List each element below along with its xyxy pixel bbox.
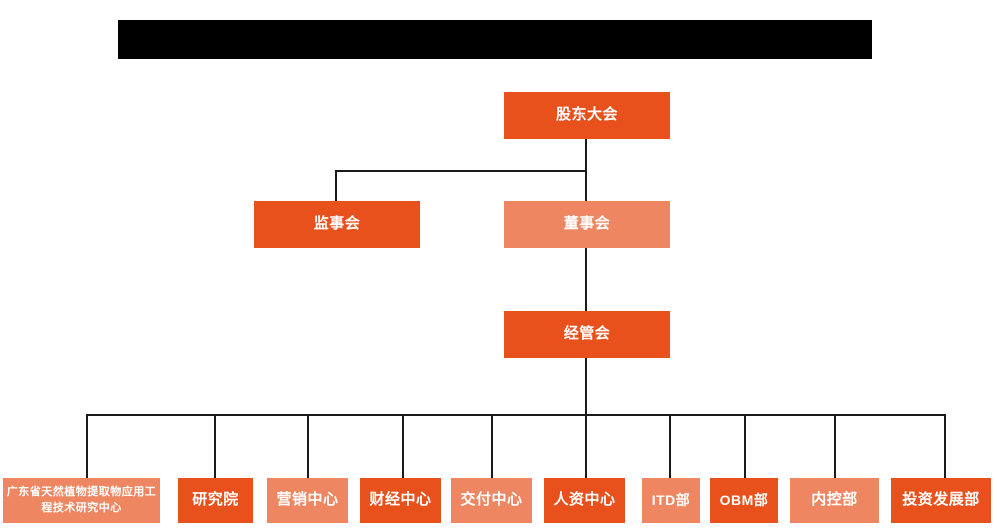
edge-to-finance-center xyxy=(402,414,404,478)
edge-to-research-center xyxy=(86,414,88,478)
node-marketing-center[interactable]: 营销中心 xyxy=(267,478,348,523)
node-finance-center-label: 财经中心 xyxy=(369,491,432,509)
node-management-committee-label: 经管会 xyxy=(563,325,611,343)
node-institute[interactable]: 研究院 xyxy=(178,478,253,523)
edge-shareholders-stem xyxy=(585,139,587,172)
edge-to-investment-development-dept xyxy=(944,414,946,478)
edge-management-stem xyxy=(585,357,587,416)
edge-to-obm-dept xyxy=(744,414,746,478)
edge-to-delivery-center xyxy=(491,414,493,478)
node-finance-center[interactable]: 财经中心 xyxy=(360,478,441,523)
edge-to-institute xyxy=(214,414,216,478)
node-internal-control-dept[interactable]: 内控部 xyxy=(790,478,879,523)
node-board-of-directors-label: 董事会 xyxy=(563,215,611,233)
node-shareholders-meeting-label: 股东大会 xyxy=(555,106,618,124)
node-board-of-supervisors[interactable]: 监事会 xyxy=(254,201,420,248)
edge-to-hr-center xyxy=(585,414,587,478)
edge-directors-management xyxy=(585,247,587,311)
node-management-committee[interactable]: 经管会 xyxy=(504,311,670,358)
edge-management-bar xyxy=(86,414,945,416)
node-delivery-center-label: 交付中心 xyxy=(460,491,523,509)
edge-to-directors xyxy=(585,170,587,201)
node-itd-dept[interactable]: ITD部 xyxy=(642,478,700,523)
node-research-center-label: 广东省天然植物提取物应用工程技术研究中心 xyxy=(6,485,157,514)
redacted-title-banner xyxy=(118,20,872,59)
node-delivery-center[interactable]: 交付中心 xyxy=(451,478,532,523)
edge-to-internal-control-dept xyxy=(834,414,836,478)
edge-to-supervisors xyxy=(335,170,337,201)
edge-to-marketing-center xyxy=(307,414,309,478)
node-obm-dept[interactable]: OBM部 xyxy=(710,478,778,523)
node-investment-development-dept-label: 投资发展部 xyxy=(902,491,980,509)
node-hr-center[interactable]: 人资中心 xyxy=(544,478,625,523)
node-itd-dept-label: ITD部 xyxy=(651,491,691,508)
node-research-center[interactable]: 广东省天然植物提取物应用工程技术研究中心 xyxy=(3,478,160,523)
node-obm-dept-label: OBM部 xyxy=(719,491,769,508)
redacted-title-text xyxy=(118,20,872,59)
node-shareholders-meeting[interactable]: 股东大会 xyxy=(504,92,670,139)
edge-shareholders-bar xyxy=(335,170,587,172)
node-board-of-supervisors-label: 监事会 xyxy=(313,215,361,233)
node-marketing-center-label: 营销中心 xyxy=(276,491,339,509)
edge-to-itd-dept xyxy=(669,414,671,478)
node-hr-center-label: 人资中心 xyxy=(553,491,616,509)
node-internal-control-dept-label: 内控部 xyxy=(811,491,858,509)
node-board-of-directors[interactable]: 董事会 xyxy=(504,201,670,248)
node-investment-development-dept[interactable]: 投资发展部 xyxy=(891,478,991,523)
node-institute-label: 研究院 xyxy=(192,491,239,509)
